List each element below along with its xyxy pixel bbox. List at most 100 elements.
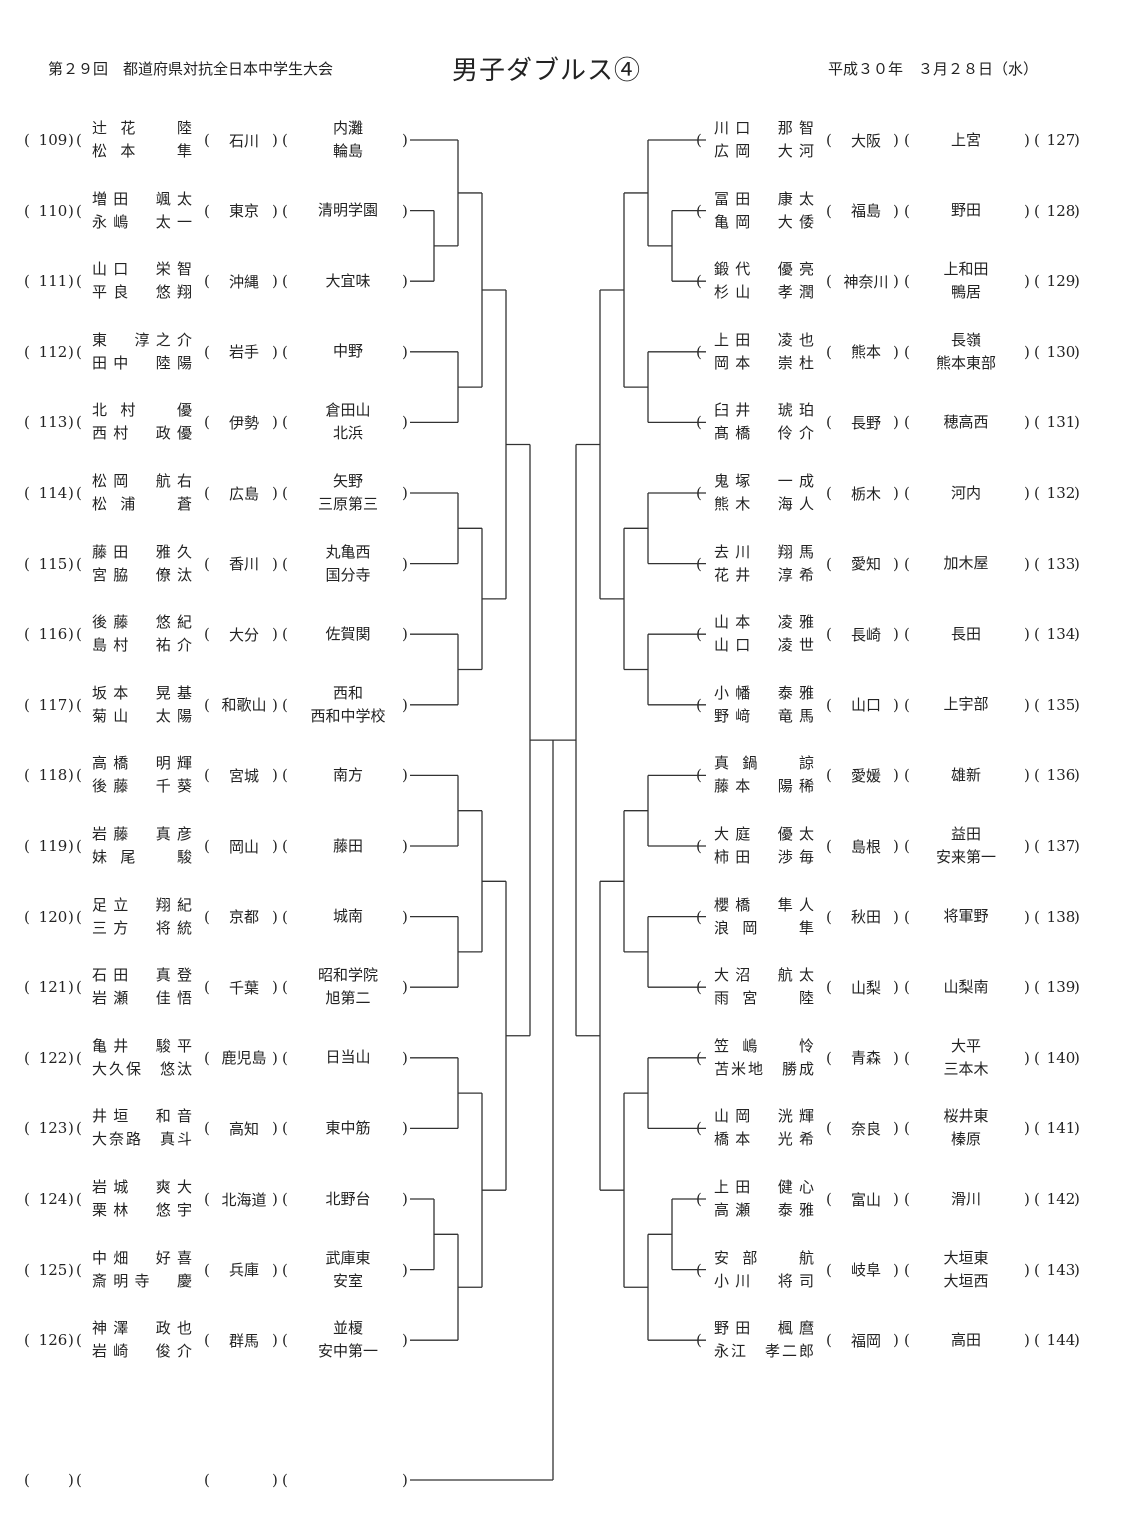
prefecture: 愛知 — [850, 555, 881, 574]
school-1: 滑川 — [950, 1189, 981, 1208]
player-1: 上田 健心 — [714, 1178, 814, 1196]
prefecture: 北海道 — [221, 1190, 267, 1209]
bracket-paren: ( — [76, 1471, 82, 1489]
school-names: 西和西和中学校 — [300, 682, 396, 728]
bracket-paren: ) — [1074, 201, 1080, 220]
bracket-paren: ( — [24, 1048, 30, 1067]
bracket-paren: ( — [204, 131, 210, 149]
player-names: 去川 翔馬花井 淳希 — [712, 541, 816, 587]
bracket-paren: ( — [1034, 484, 1040, 502]
player-1: 山岡 洸輝 — [714, 1107, 814, 1126]
player-1: 神澤 政也 — [92, 1319, 192, 1338]
entry-number: 125 — [38, 1260, 68, 1279]
entry-row: (真鍋 諒藤本 陽稀(愛媛)(雄新)(136) — [0, 752, 1124, 798]
player-names: 鬼塚 一成熊木 海人 — [712, 470, 816, 516]
entry-row: (115)(藤田 雅久宮脇 僚汰(香川)(丸亀西国分寺) — [0, 541, 1124, 587]
player-names: 北村 優西村 政優 — [92, 399, 192, 445]
school-names: 日当山 — [300, 1035, 396, 1081]
prefecture: 大阪 — [850, 131, 881, 150]
entry-row: (113)(北村 優西村 政優(伊勢)(倉田山北浜) — [0, 399, 1124, 445]
school-names: 大平三本木 — [918, 1035, 1014, 1081]
player-names: 小幡 泰雅野﨑 竜馬 — [712, 682, 816, 728]
bracket-paren: ) — [402, 1119, 408, 1138]
school-1: 丸亀西 — [325, 542, 371, 561]
prefecture: 岩手 — [228, 343, 259, 362]
bracket-paren: ) — [272, 1471, 278, 1489]
bracket-paren: ( — [24, 413, 30, 432]
bracket-paren: ( — [904, 978, 910, 997]
entry-row: (125)(中畑 好喜斎明寺 慶(兵庫)(武庫東安室) — [0, 1247, 1124, 1293]
bracket-paren: ) — [893, 978, 899, 997]
player-names: 安部 航小川 将司 — [712, 1247, 816, 1293]
bracket-paren: ( — [76, 342, 82, 361]
bracket-paren: ) — [1024, 272, 1030, 291]
player-names: 亀井 駿平大久保 悠汰 — [92, 1035, 192, 1081]
bracket-paren: ( — [904, 837, 910, 855]
school-2: 熊本東部 — [935, 353, 996, 372]
bracket-paren: ( — [24, 342, 30, 361]
bracket-paren: ( — [826, 1119, 832, 1138]
player-2: 杉山 孝潤 — [714, 283, 814, 302]
bracket-paren: ) — [68, 1048, 74, 1067]
school-2: 西和中学校 — [310, 706, 386, 725]
player-names: 笠嶋 怜苫米地 勝成 — [712, 1035, 816, 1081]
school-1: 上宮 — [950, 130, 981, 149]
bracket-paren: ( — [282, 342, 288, 361]
bracket-paren: ) — [893, 695, 899, 714]
bracket-paren: ) — [1024, 484, 1030, 502]
player-1: 鍛代 優亮 — [714, 260, 814, 279]
bracket-paren: ) — [68, 1119, 74, 1138]
bracket-paren: ( — [904, 201, 910, 220]
school-names: 高田 — [918, 1317, 1014, 1363]
bracket-paren: ) — [68, 1260, 74, 1279]
bracket-paren: ) — [272, 342, 278, 361]
bracket-paren: ) — [1024, 201, 1030, 220]
bracket-paren: ) — [1024, 695, 1030, 714]
school-1: 雄新 — [950, 765, 981, 784]
player-2: 花井 淳希 — [714, 565, 814, 584]
bracket-paren: ) — [1024, 131, 1030, 149]
bracket-paren: ( — [1034, 978, 1040, 997]
bracket-paren: ) — [1074, 131, 1080, 149]
bracket-paren: ) — [1024, 1331, 1030, 1350]
school-names: 雄新 — [918, 752, 1014, 798]
bracket-paren: ( — [282, 131, 288, 149]
school-names: 武庫東安室 — [300, 1247, 396, 1293]
player-names: 臼井 琥珀髙橋 伶介 — [712, 399, 816, 445]
bracket-paren: ( — [76, 1331, 82, 1350]
bracket-paren: ) — [402, 625, 408, 644]
bracket-paren: ) — [893, 1331, 899, 1350]
bracket-paren: ) — [893, 131, 899, 149]
school-2: 鴨居 — [950, 283, 981, 302]
bracket-paren: ) — [1074, 907, 1080, 926]
bracket-paren: ( — [282, 413, 288, 432]
entry-row: (114)(松岡 航右松浦 蒼(広島)(矢野三原第三) — [0, 470, 1124, 516]
bracket-paren: ( — [282, 1260, 288, 1279]
bracket-paren: ) — [893, 837, 899, 855]
school-names: 大宜味 — [300, 258, 396, 304]
prefecture: 長野 — [850, 413, 881, 432]
school-names: 野田 — [918, 188, 1014, 234]
bracket-paren: ) — [68, 625, 74, 644]
bracket-paren: ( — [904, 342, 910, 361]
player-names: 大庭 優太柿田 渉毎 — [712, 823, 816, 869]
bracket-paren: ( — [904, 1331, 910, 1350]
bracket-paren: ( — [76, 695, 82, 714]
bracket-paren: ( — [904, 131, 910, 149]
player-1: 川口 那智 — [714, 119, 814, 137]
school-names: 河内 — [918, 470, 1014, 516]
player-1: 北村 優 — [92, 401, 192, 420]
entry-row: (大庭 優太柿田 渉毎(島根)(益田安来第一)(137) — [0, 823, 1124, 869]
entry-row: (109)(辻花 陸松本 隼(石川)(内灘輪島) — [0, 117, 1124, 163]
school-names: 上宮 — [918, 117, 1014, 163]
player-1: 足立 翔紀 — [92, 895, 192, 914]
school-1: 中野 — [332, 342, 363, 361]
school-1: 上和田 — [943, 260, 989, 279]
bracket-paren: ) — [1024, 342, 1030, 361]
bracket-paren: ( — [282, 201, 288, 220]
school-names: 矢野三原第三 — [300, 470, 396, 516]
player-names: 上田 凌也岡本 崇杜 — [712, 329, 816, 375]
entry-number: 143 — [1046, 1260, 1076, 1279]
player-1: 野田 楓麿 — [714, 1319, 814, 1338]
